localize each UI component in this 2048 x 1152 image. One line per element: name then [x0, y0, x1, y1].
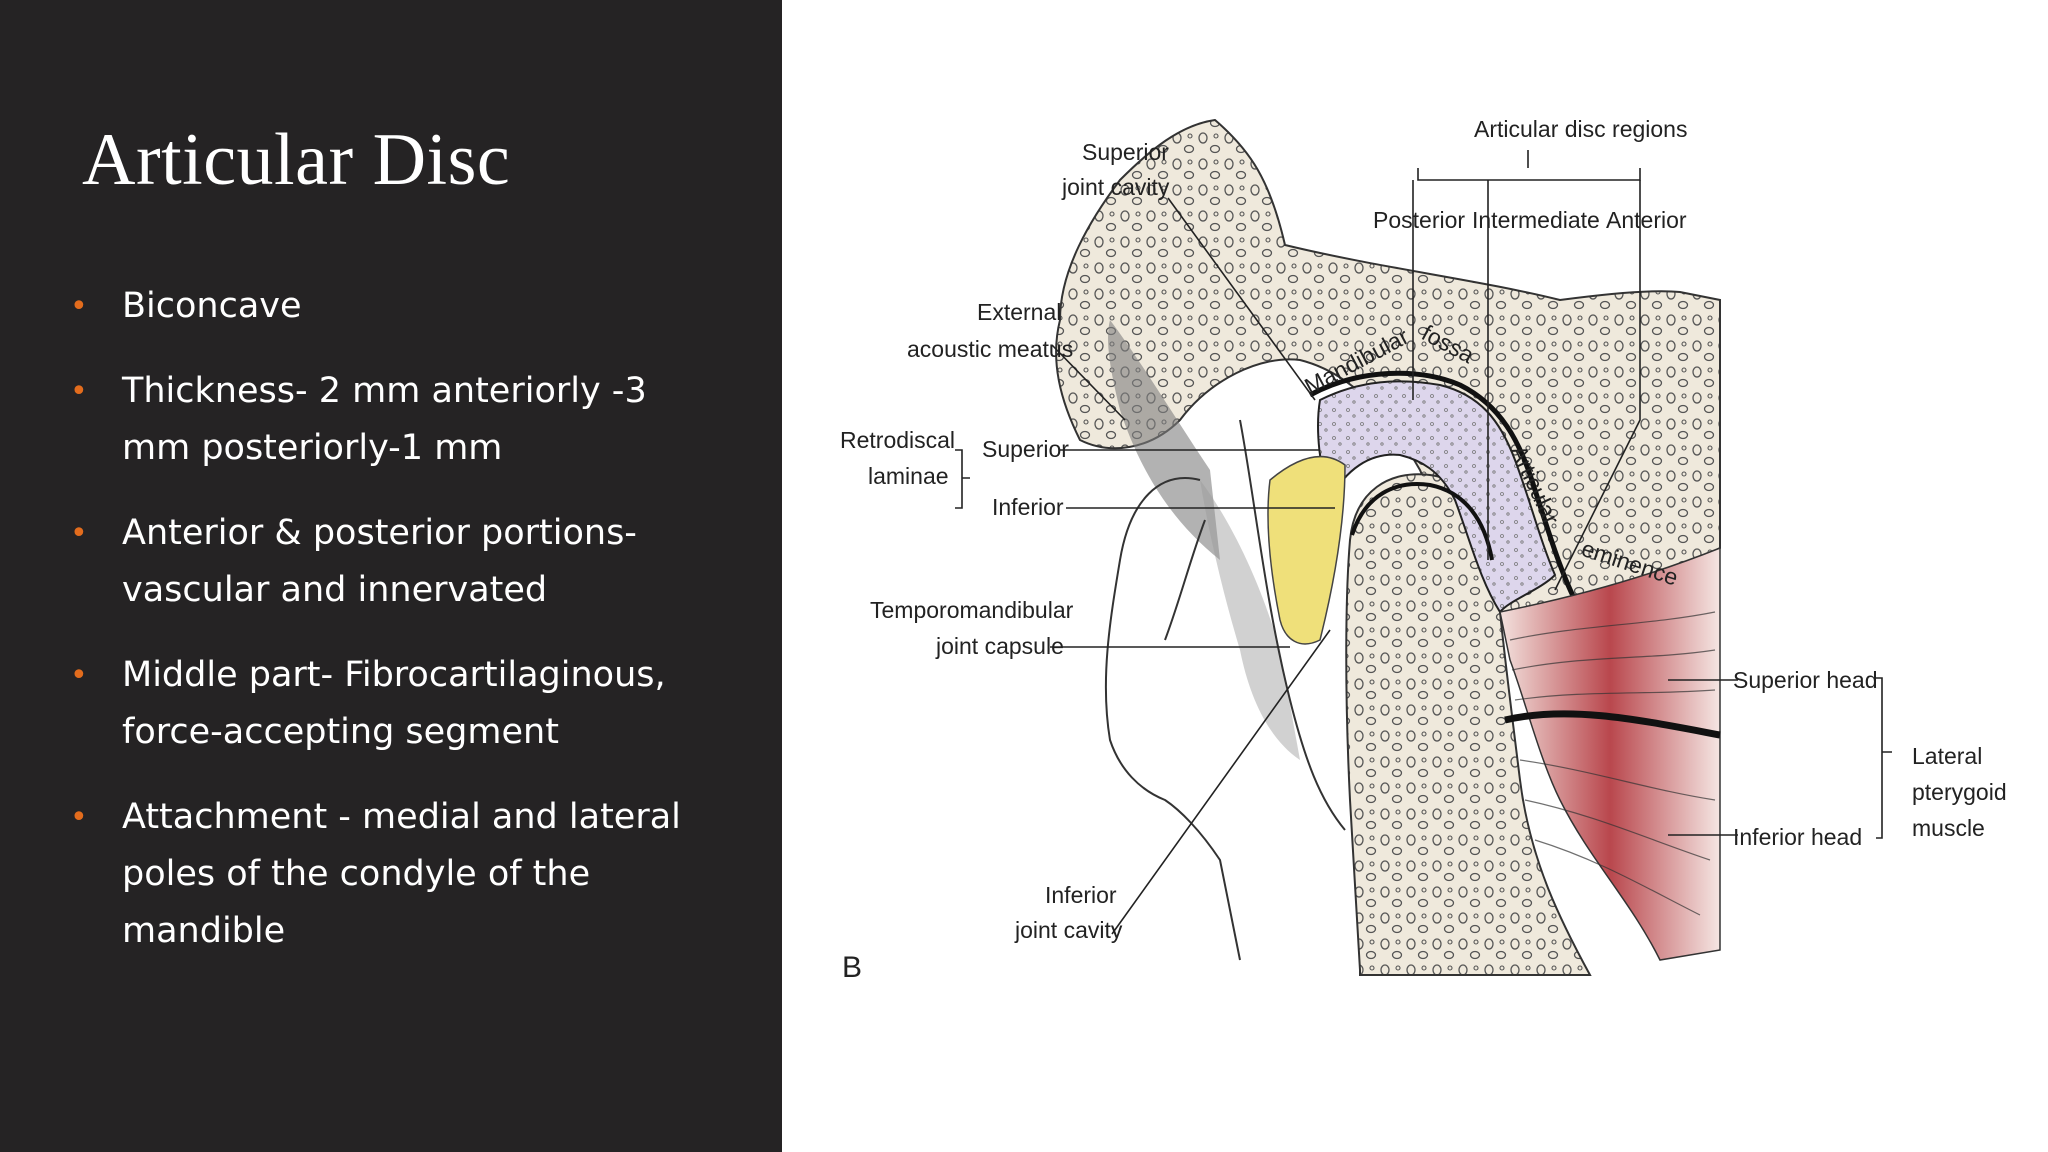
label-lateral-pterygoid: pterygoid [1912, 779, 2007, 805]
label-posterior: Posterior [1373, 207, 1465, 233]
label-lateral-pterygoid: Lateral [1912, 743, 1982, 769]
slide-text-panel: Articular Disc • Biconcave • Thickness- 2 … [0, 0, 782, 1152]
label-retrodiscal-laminae: Retrodiscal [840, 427, 955, 453]
bullet-dot-icon: • [70, 800, 88, 835]
retrodiscal-tissue [1267, 455, 1346, 645]
bullet-text: Anterior & posterior portions- vascular … [122, 513, 637, 610]
muscle-divider [1504, 710, 1721, 739]
label-superior-joint-cavity: joint cavity [1061, 174, 1170, 200]
bullet-text: Thickness- 2 mm anteriorly -3 mm posteri… [122, 371, 647, 468]
bullet-text: Biconcave [122, 286, 302, 326]
label-external-acoustic-meatus: External [977, 299, 1061, 325]
bullet-item: • Biconcave [70, 278, 710, 335]
label-articular-disc-regions: Articular disc regions [1474, 116, 1687, 142]
label-intermediate: Intermediate [1472, 207, 1600, 233]
label-tmj-capsule: joint capsule [935, 633, 1064, 659]
external-acoustic-meatus [1108, 320, 1220, 560]
bullet-list: • Biconcave • Thickness- 2 mm anteriorly -… [70, 278, 710, 988]
mastoid-shading [1200, 480, 1300, 760]
leader-lines [955, 150, 1892, 935]
label-superior-joint-cavity: Superior [1082, 139, 1169, 165]
panel-letter: B [842, 951, 862, 984]
slide-title: Articular Disc [82, 119, 511, 201]
bullet-dot-icon: • [70, 658, 88, 693]
label-inferior-head: Inferior head [1733, 824, 1862, 850]
bullet-text: Attachment - medial and lateral poles of… [122, 797, 681, 951]
label-superior-head: Superior head [1733, 667, 1878, 693]
label-anterior: Anterior [1606, 207, 1687, 233]
joint-capsule [1239, 419, 1346, 831]
bullet-dot-icon: • [70, 289, 88, 324]
superior-joint-space [1308, 370, 1578, 602]
label-external-acoustic-meatus: acoustic meatus [907, 336, 1073, 362]
label-superior: Superior [982, 436, 1069, 462]
bullet-dot-icon: • [70, 516, 88, 551]
bullet-dot-icon: • [70, 374, 88, 409]
inferior-joint-space [1350, 482, 1494, 561]
bullet-item: • Thickness- 2 mm anteriorly -3 mm poster… [70, 363, 710, 477]
label-tmj-capsule: Temporomandibular [870, 597, 1074, 623]
tmj-diagram: Superior joint cavity Articular disc reg… [840, 116, 2007, 984]
bullet-item: • Attachment - medial and lateral poles o… [70, 789, 710, 960]
bullet-item: • Anterior & posterior portions- vascular… [70, 505, 710, 619]
lateral-pterygoid-muscle [1499, 546, 1721, 961]
bullet-text: Middle part- Fibrocartilaginous, force-a… [122, 655, 666, 752]
bullet-item: • Middle part- Fibrocartilaginous, force-… [70, 647, 710, 761]
label-lateral-pterygoid: muscle [1912, 815, 1985, 841]
label-inferior-joint-cavity: joint cavity [1014, 917, 1123, 943]
label-retrodiscal-laminae: laminae [868, 463, 949, 489]
muscle-fibers [1509, 611, 1716, 916]
label-inferior-joint-cavity: Inferior [1045, 882, 1117, 908]
label-inferior: Inferior [992, 494, 1064, 520]
